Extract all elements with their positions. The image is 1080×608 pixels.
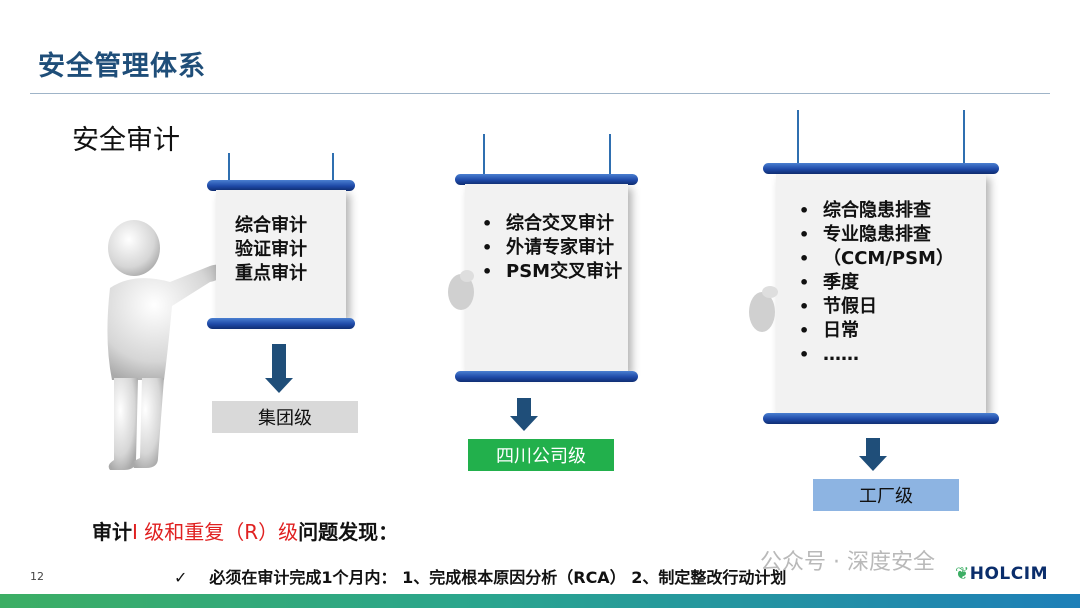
board-factory-text: 综合隐患排查 专业隐患排查 （CCM/PSM） 季度 节假日 日常 ……	[795, 199, 985, 367]
requirement-line: ✓ 必须在审计完成1个月内： 1、完成根本原因分析（RCA） 2、制定整改行动计划	[174, 564, 786, 588]
audit-finding-highlight: I 级和重复（R）级	[132, 520, 299, 544]
pointing-hand-icon	[749, 286, 778, 332]
board-sichuan-text: 综合交叉审计 外请专家审计 PSM交叉审计	[478, 212, 623, 284]
bottom-color-bar	[0, 594, 1080, 608]
down-arrow-head	[265, 378, 293, 393]
holcim-leaf-icon: ❦	[955, 564, 970, 584]
board-bullet-item: 外请专家审计	[478, 236, 623, 260]
level-label-sichuan: 四川公司级	[468, 439, 614, 471]
presenter-figure-icon	[107, 220, 224, 470]
scroll-rod-top	[455, 174, 638, 185]
section-subtitle: 安全审计	[72, 125, 180, 156]
down-arrow-icon	[866, 438, 880, 458]
board-bullet-item: （CCM/PSM）	[795, 247, 985, 271]
requirement-text: 必须在审计完成1个月内： 1、完成根本原因分析（RCA） 2、制定整改行动计划	[209, 568, 787, 587]
watermark: 公众号 · 深度安全	[760, 550, 935, 575]
level-label-group: 集团级	[212, 401, 358, 433]
board-item: 重点审计	[235, 263, 307, 284]
board-bullet-item: 综合交叉审计	[478, 212, 623, 236]
pointing-hand-icon	[448, 270, 474, 310]
title-divider	[30, 93, 1050, 94]
audit-finding-suffix: 问题发现：	[298, 520, 399, 544]
hanging-string	[797, 110, 799, 165]
board-item: 综合审计	[235, 215, 307, 236]
hanging-string	[228, 153, 230, 183]
down-arrow-icon	[517, 398, 531, 418]
scroll-rod-top	[763, 163, 999, 174]
board-group-text: 综合审计 验证审计 重点审计	[235, 214, 307, 286]
down-arrow-head	[510, 416, 538, 431]
hanging-string	[483, 134, 485, 174]
hanging-string	[332, 153, 334, 183]
slide-title: 安全管理体系	[38, 51, 206, 82]
audit-finding-prefix: 审计	[92, 520, 132, 544]
holcim-brand-text: HOLCIM	[969, 564, 1048, 584]
page-number: 12	[30, 570, 44, 583]
board-bullet-item: 综合隐患排查	[795, 199, 985, 223]
audit-finding-heading: 审计I 级和重复（R）级问题发现：	[92, 516, 398, 545]
scroll-rod-top	[207, 180, 355, 191]
board-bullet-item: 节假日	[795, 295, 985, 319]
scroll-rod-bottom	[455, 371, 638, 382]
board-group	[216, 190, 346, 318]
scroll-rod-bottom	[207, 318, 355, 329]
board-bullet-item: 专业隐患排查	[795, 223, 985, 247]
board-bullet-item: PSM交叉审计	[478, 260, 623, 284]
level-label-factory: 工厂级	[813, 479, 959, 511]
board-bullet-item: 季度	[795, 271, 985, 295]
hanging-string	[609, 134, 611, 174]
holcim-logo: ❦HOLCIM	[955, 564, 1048, 584]
board-item: 验证审计	[235, 239, 307, 260]
down-arrow-head	[859, 456, 887, 471]
board-bullet-item: ……	[795, 343, 985, 367]
scroll-rod-bottom	[763, 413, 999, 424]
check-mark-icon: ✓	[174, 568, 188, 587]
down-arrow-icon	[272, 344, 286, 380]
hanging-string	[963, 110, 965, 165]
board-bullet-item: 日常	[795, 319, 985, 343]
